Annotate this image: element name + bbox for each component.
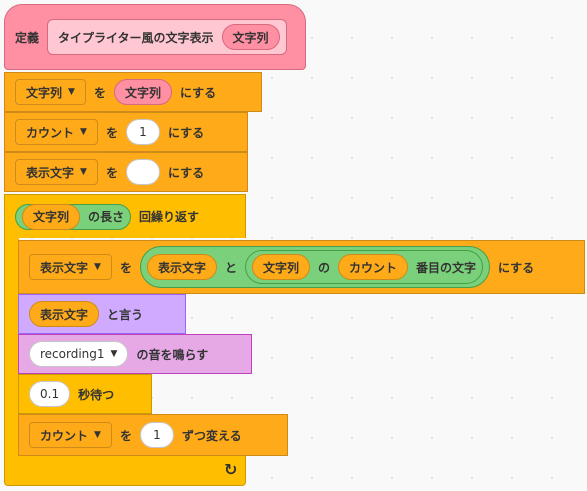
variable-dropdown[interactable]: カウント▼ [15, 119, 98, 145]
chevron-down-icon: ▼ [80, 127, 87, 137]
chevron-down-icon: ▼ [94, 430, 101, 440]
change-suffix: ずつ変える [181, 428, 242, 443]
variable-dropdown[interactable]: カウント▼ [29, 422, 112, 448]
wait-suffix: 秒待つ [78, 387, 115, 402]
chevron-down-icon: ▼ [110, 349, 118, 359]
set-join-block[interactable]: 表示文字▼ を 表示文字 と 文字列 の カウント 番目の文字 にする [18, 240, 585, 294]
define-block[interactable]: 定義 タイプライター風の文字表示 文字列 [4, 4, 306, 70]
value-input[interactable]: 1 [139, 422, 174, 448]
chevron-down-icon: ▼ [94, 262, 101, 272]
to-label: を [93, 85, 106, 100]
to-label: を [105, 165, 118, 180]
join-reporter[interactable]: 表示文字 と 文字列 の カウント 番目の文字 [139, 246, 491, 288]
variable-dropdown[interactable]: 表示文字▼ [15, 159, 98, 185]
chevron-down-icon: ▼ [80, 167, 87, 177]
to-label: を [105, 125, 118, 140]
procedure-name: タイプライター風の文字表示 [58, 30, 214, 45]
value-input[interactable] [125, 159, 160, 185]
to-label: を [119, 260, 132, 275]
loop-arrow-icon: ↻ [224, 460, 238, 479]
repeat-block-bottom[interactable] [4, 456, 246, 486]
variable-dropdown[interactable]: 文字列▼ [15, 79, 86, 105]
param-reporter[interactable]: 文字列 [221, 24, 280, 50]
seconds-input[interactable]: 0.1 [29, 381, 71, 407]
say-block[interactable]: 表示文字 と言う [18, 294, 186, 334]
set-string-block[interactable]: 文字列▼ を 文字列 にする [4, 72, 262, 112]
sound-suffix: の音を鳴らす [136, 347, 209, 362]
variable-reporter[interactable]: カウント [338, 254, 409, 280]
set-count-block[interactable]: カウント▼ を 1 にする [4, 112, 248, 152]
variable-reporter[interactable]: 文字列 [251, 254, 310, 280]
value-input[interactable]: 1 [125, 119, 160, 145]
play-sound-block[interactable]: recording1▼ の音を鳴らす [18, 334, 252, 374]
suffix-label: にする [167, 125, 205, 140]
sound-dropdown[interactable]: recording1▼ [29, 341, 129, 367]
variable-reporter[interactable]: 表示文字 [146, 254, 217, 280]
repeat-block-arm [4, 236, 19, 456]
procedure-prototype[interactable]: タイプライター風の文字表示 文字列 [47, 19, 287, 55]
wait-block[interactable]: 0.1 秒待つ [18, 374, 152, 414]
suffix-label: にする [179, 85, 217, 100]
by-label: を [119, 428, 132, 443]
suffix-label: にする [167, 165, 205, 180]
join-and-label: と [224, 260, 237, 275]
suffix-label: にする [498, 260, 535, 275]
repeat-suffix: 回繰り返す [139, 210, 200, 224]
chevron-down-icon: ▼ [68, 87, 75, 97]
variable-reporter[interactable]: 文字列 [22, 203, 81, 230]
length-label: の長さ [88, 210, 125, 224]
letter-suffix-label: 番目の文字 [416, 260, 477, 275]
length-reporter[interactable]: 文字列 の長さ [15, 203, 132, 230]
define-label: 定義 [15, 30, 40, 45]
letter-of-reporter[interactable]: 文字列 の カウント 番目の文字 [244, 250, 484, 284]
variable-reporter[interactable]: 表示文字 [29, 301, 100, 327]
param-reporter[interactable]: 文字列 [113, 79, 172, 105]
repeat-block[interactable]: 文字列 の長さ 回繰り返す [4, 194, 246, 238]
letter-of-label: の [318, 260, 331, 275]
say-suffix: と言う [107, 307, 144, 322]
variable-dropdown[interactable]: 表示文字▼ [29, 254, 112, 280]
set-display-block[interactable]: 表示文字▼ を にする [4, 152, 248, 192]
change-count-block[interactable]: カウント▼ を 1 ずつ変える [18, 414, 288, 456]
